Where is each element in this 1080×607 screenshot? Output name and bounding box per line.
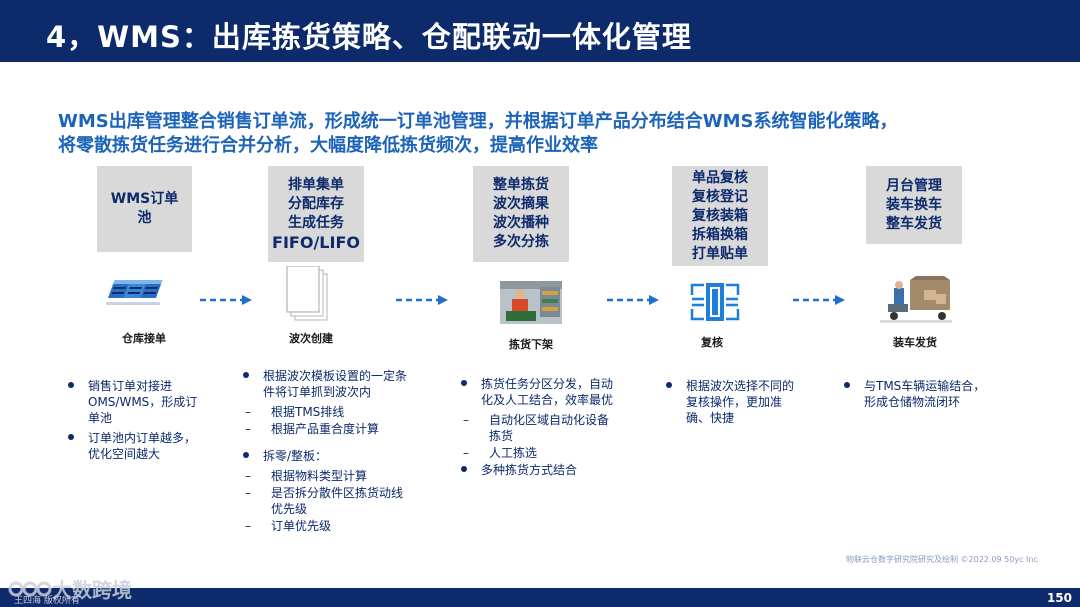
stage-box-line: 月台管理 [886,177,942,196]
stage-bullets-picking: 拣货任务分区分发，自动化及人工结合，效率最优 –自动化区域自动化设备拣货 –人工… [459,376,615,482]
stage-box-line: 单品复核 [692,169,748,188]
sub-bullet-item: –订单优先级 [241,518,409,534]
stage-box-line: 整车发货 [886,215,942,234]
stage-box-review: 单品复核 复核登记 复核装箱 拆箱换箱 打单贴单 [672,166,768,266]
stage-box-line: 池 [138,209,152,228]
flow-arrow [793,294,845,306]
stage-bullets-shipping: 与TMS车辆运输结合，形成仓储物流闭环 [842,378,992,414]
stage-box-line: 装车换车 [886,196,942,215]
sub-bullet-item: –根据TMS排线 [241,404,409,420]
bullet-item: 销售订单对接进OMS/WMS，形成订单池 [66,378,202,426]
sub-bullet-item: –是否拆分散件区拣货动线优先级 [241,485,409,517]
stage-box-line: 复核登记 [692,188,748,207]
bullet-item: 拣货任务分区分发，自动化及人工结合，效率最优 [459,376,615,408]
page-title: 4，WMS：出库拣货策略、仓配联动一体化管理 [46,14,692,56]
flow-arrow [200,294,252,306]
page-number: 150 [1047,591,1072,605]
sub-bullet-item: –根据产品重合度计算 [241,421,409,437]
bullet-item: 拆零/整板： [241,448,409,464]
intro-line-1: WMS出库管理整合销售订单流，形成统一订单池管理，并根据订单产品分布结合WMS系… [58,110,1048,134]
bullet-item: 根据波次模板设置的一定条件将订单抓到波次内 [241,368,409,400]
title-bar: 4，WMS：出库拣货策略、仓配联动一体化管理 [0,0,1080,62]
stage-label: 仓库接单 [89,330,199,346]
stage-box-line: 波次摘果 [493,195,549,214]
warehouse-photo-icon [500,281,562,324]
stage-box-picking: 整单拣货 波次摘果 波次播种 多次分拣 [473,166,569,262]
intro-line-2: 将零散拣货任务进行合并分析，大幅度降低拣货频次，提高作业效率 [58,134,1048,158]
stage-bullets-order-pool: 销售订单对接进OMS/WMS，形成订单池 订单池内订单越多，优化空间越大 [66,378,202,466]
stage-bullets-wave-creation: 根据波次模板设置的一定条件将订单抓到波次内 –根据TMS排线 –根据产品重合度计… [241,368,409,535]
bullet-item: 多种拣货方式结合 [459,462,615,478]
flow-arrow [607,294,659,306]
stage-box-line: 拆箱换箱 [692,226,748,245]
truck-loading-icon [880,276,952,324]
stage-box-shipping: 月台管理 装车换车 整车发货 [866,166,962,244]
stage-label: 装车发货 [860,334,970,350]
stage-bullets-review: 根据波次选择不同的复核操作，更加准确、快捷 [664,378,804,430]
stage-label: 拣货下架 [476,336,586,352]
stage-box-line: 分配库存 [288,195,344,214]
sub-bullet-item: –根据物料类型计算 [241,468,409,484]
footer-bar [0,588,1080,607]
stage-box-line: 排单集单 [288,176,344,195]
watermark-subtext: 王四海 版权所有 [14,593,80,606]
stage-box-order-pool: WMS订单 池 [97,166,192,252]
source-note: 物联云仓数字研究院研究及绘制 ©2022.09 50yc Inc [846,554,1038,565]
review-grid-icon [684,281,746,323]
stage-box-line: 整单拣货 [493,176,549,195]
bullet-item: 根据波次选择不同的复核操作，更加准确、快捷 [664,378,804,426]
stage-box-line: WMS订单 [111,190,178,209]
sub-bullet-item: –人工拣选 [459,445,615,461]
stage-box-line: 生成任务 [288,214,344,233]
stage-box-line: 打单贴单 [692,245,748,264]
stage-box-line: 复核装箱 [692,207,748,226]
stage-label: 波次创建 [256,330,366,346]
document-stack-icon [285,266,331,326]
bullet-item: 订单池内订单越多，优化空间越大 [66,430,202,462]
stage-box-line: 多次分拣 [493,233,549,252]
stage-box-line: FIFO/LIFO [272,233,360,252]
bullet-item: 与TMS车辆运输结合，形成仓储物流闭环 [842,378,992,410]
stage-box-line: 波次播种 [493,214,549,233]
stage-label: 复核 [657,334,767,350]
server-rack-icon [104,276,168,310]
flow-arrow [396,294,448,306]
stage-box-wave-creation: 排单集单 分配库存 生成任务 FIFO/LIFO [268,166,364,262]
sub-bullet-item: –自动化区域自动化设备拣货 [459,412,615,444]
intro-text: WMS出库管理整合销售订单流，形成统一订单池管理，并根据订单产品分布结合WMS系… [58,110,1048,158]
